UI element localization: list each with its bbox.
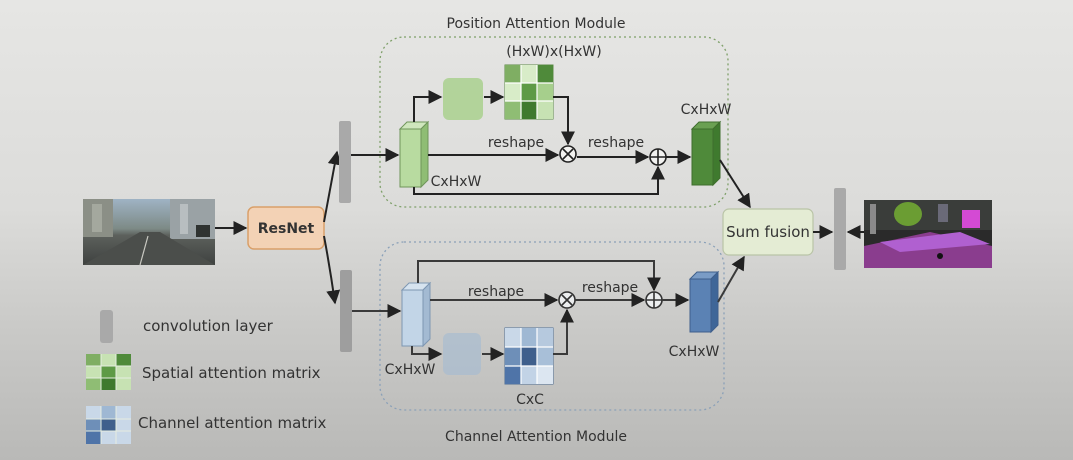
resnet-block [247,206,325,250]
legend-conv-label: convolution layer [143,317,274,335]
position-conv-block [443,78,483,120]
position-output-feature-block [690,120,722,187]
legend-spatial-swatch [86,354,131,390]
position-matrix-label: (HxW)x(HxW) [506,44,601,60]
position-reshape-right: reshape [588,135,644,151]
channel-reshape-right: reshape [582,280,638,296]
channel-arrow-matrix-to-multiply [553,308,574,355]
channel-multiply-operator [558,291,576,309]
channel-attention-module: Channel Attention Module CxHxW CxC [379,241,725,445]
arrow-resnet-to-top-conv [323,150,342,223]
channel-output-feature-block [688,270,720,334]
arrow-position-to-fusion [719,159,751,209]
position-multiply-operator [559,145,577,163]
bottom-conv-layer [340,270,352,352]
sum-fusion-label: Sum fusion [726,223,810,241]
legend-conv-swatch [100,310,113,343]
legend-spatial-label: Spatial attention matrix [142,364,321,382]
position-reshape-left: reshape [488,135,544,151]
position-output-label: CxHxW [681,102,732,118]
channel-residual-arrow [417,260,661,292]
position-input-label: CxHxW [431,174,482,190]
arrow-channel-to-fusion [717,255,745,303]
spatial-attention-matrix [504,64,554,120]
position-input-feature-block [398,120,430,189]
channel-add-operator [645,291,663,309]
resnet-label: ResNet [258,221,315,237]
position-residual-arrow [413,165,665,195]
position-module-border [379,36,729,208]
legend-channel-swatch [86,406,131,444]
channel-attention-matrix [504,327,554,385]
position-attention-module: Position Attention Module (HxW)x(HxW) [379,16,732,208]
channel-matrix-label: CxC [516,392,544,408]
final-conv-layer [834,188,846,270]
channel-module-title: Channel Attention Module [445,429,627,445]
position-add-operator [649,148,667,166]
position-module-title: Position Attention Module [447,16,626,32]
channel-reshape-left: reshape [468,284,524,300]
channel-conv-block [443,333,481,375]
top-conv-layer [339,121,351,203]
position-arrow-matrix-to-multiply [553,96,575,146]
channel-module-border [379,241,725,411]
legend-channel-label: Channel attention matrix [138,414,327,432]
channel-input-feature-block [400,281,432,348]
legend: convolution layer Spatial attention matr… [86,310,327,444]
channel-output-label: CxHxW [669,344,720,360]
channel-input-label: CxHxW [385,362,436,378]
output-segmentation-image [864,200,992,268]
arrow-resnet-to-bottom-conv [323,235,341,305]
input-street-image [83,199,215,266]
channel-arrow-to-conv [411,346,443,361]
position-arrow-to-conv [413,90,443,122]
